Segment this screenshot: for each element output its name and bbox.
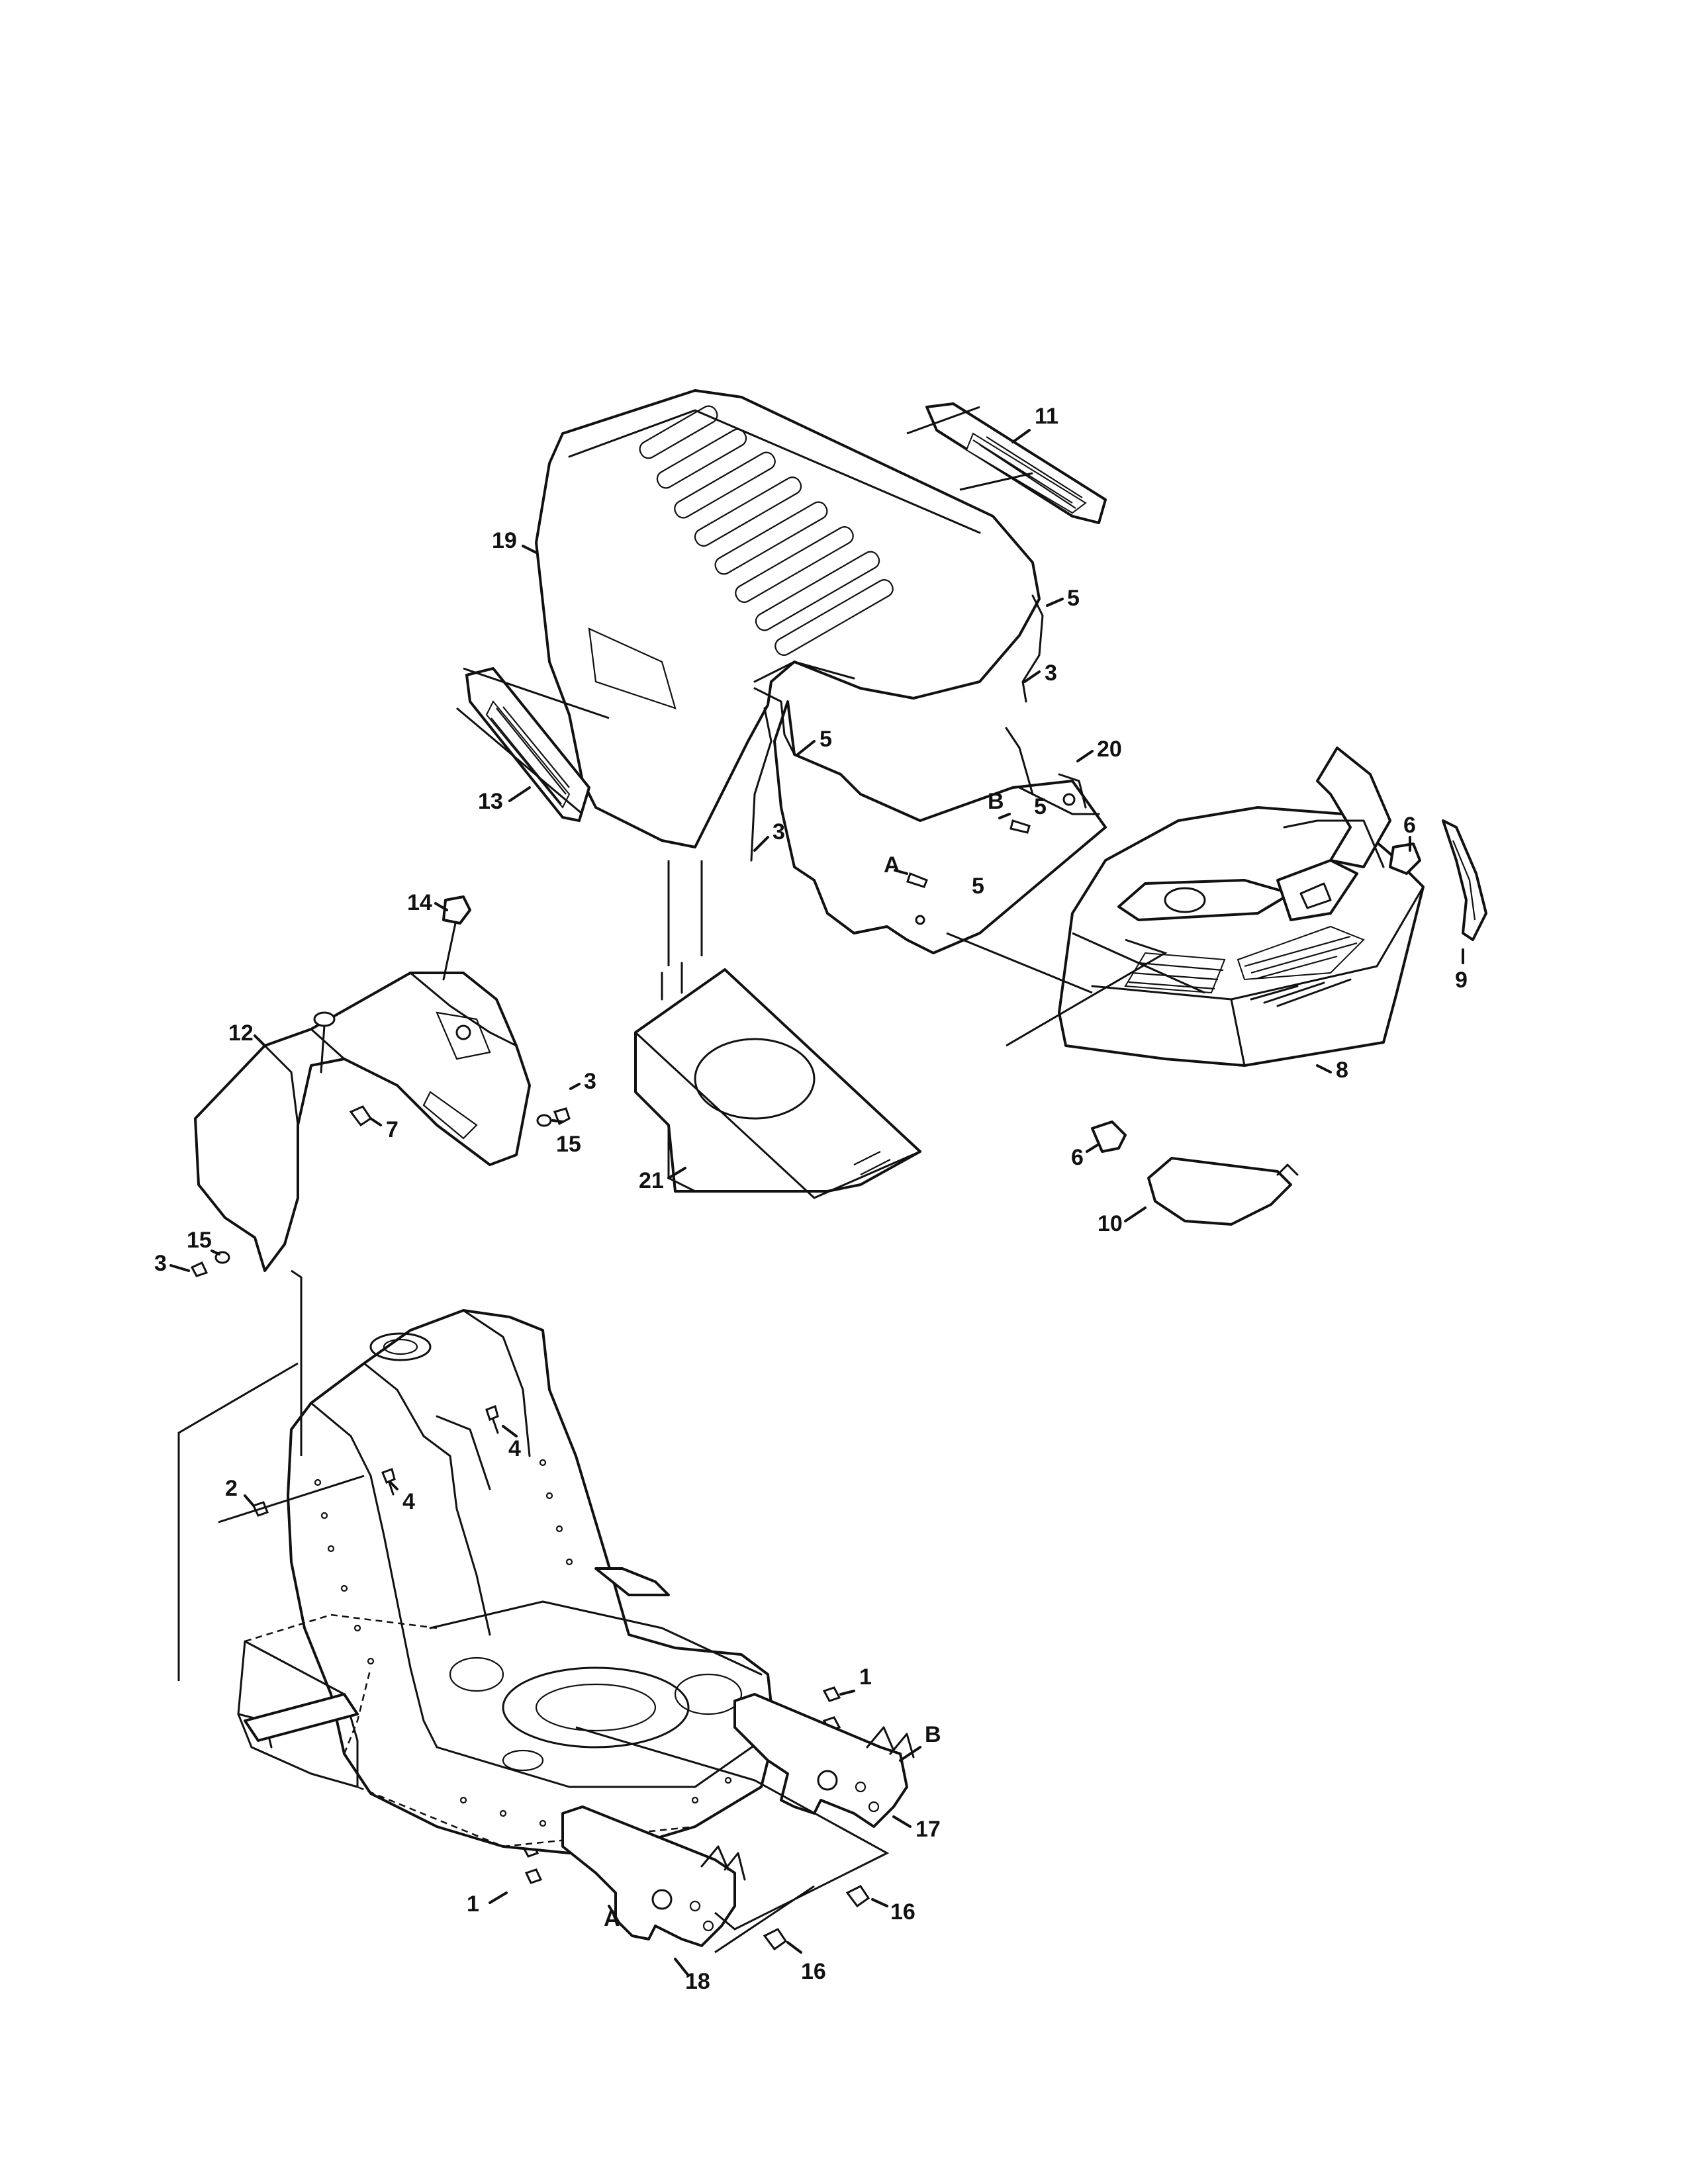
frame-holes <box>314 1459 732 1827</box>
callout-3: 3 <box>154 1251 167 1276</box>
callout-7: 7 <box>386 1117 399 1142</box>
callout-14: 14 <box>407 890 432 915</box>
callout-4: 4 <box>508 1436 521 1461</box>
side-vent-part-11 <box>925 402 1107 524</box>
lens-part-10 <box>1147 1157 1299 1226</box>
knob-part-6-upper <box>1389 842 1421 875</box>
hood-bracket-part-20 <box>773 700 1107 954</box>
callout-1: 1 <box>859 1664 872 1690</box>
callout-3: 3 <box>773 819 785 844</box>
guide-line-bumper <box>1006 932 1205 1047</box>
callout-5: 5 <box>1067 586 1080 611</box>
callout-15: 15 <box>556 1132 581 1157</box>
callout-2: 2 <box>225 1476 238 1501</box>
callout-A: A <box>604 1906 620 1931</box>
callout-13: 13 <box>478 789 503 814</box>
callout-3: 3 <box>1045 660 1057 686</box>
callout-21: 21 <box>639 1168 664 1193</box>
callout-B: 5 <box>1034 794 1047 819</box>
callout-4: 4 <box>402 1489 415 1514</box>
front-bumper-part-8 <box>1058 747 1425 1067</box>
callout-5: A <box>884 852 900 878</box>
leader-lines <box>169 429 1464 1977</box>
callout-A: 5 <box>972 874 984 899</box>
callout-19: 19 <box>492 528 517 553</box>
callout-17: 17 <box>915 1817 941 1842</box>
callout-12: 12 <box>228 1021 254 1046</box>
callout-10: 10 <box>1098 1211 1123 1236</box>
bracket-part-18 <box>561 1805 746 1947</box>
knob-part-6-lower <box>1091 1120 1127 1153</box>
callout-3: 3 <box>584 1069 596 1094</box>
callout-6: 6 <box>1403 813 1416 838</box>
callout-16: 16 <box>801 1959 826 1984</box>
dash-panel-part-12 <box>194 972 531 1272</box>
callout-18: 18 <box>685 1969 710 1994</box>
guide-line-duct <box>667 860 703 966</box>
callout-labels: 11 19 5 3 5 20 13 3 5 B 5 A 6 9 14 12 3 … <box>154 404 1468 1994</box>
knob-small <box>313 1011 336 1073</box>
callout-20: 20 <box>1097 737 1122 762</box>
duct-part-21 <box>634 962 921 1199</box>
callout-6: 6 <box>1071 1145 1084 1170</box>
callout-5: B <box>988 789 1004 814</box>
tractor-frame <box>237 1309 776 1854</box>
hood-vent-slots <box>639 405 894 656</box>
knob-part-14 <box>442 895 471 981</box>
callout-11: 11 <box>1035 404 1058 429</box>
hood-rods <box>750 594 1044 862</box>
callout-5: 5 <box>820 727 832 752</box>
hood-part-19 <box>535 389 1041 848</box>
callout-B: B <box>925 1722 941 1747</box>
side-vent-part-13 <box>465 667 590 822</box>
callout-16: 16 <box>890 1899 915 1925</box>
callout-8: 8 <box>1336 1058 1348 1083</box>
lens-part-9 <box>1442 819 1487 941</box>
callout-1: 1 <box>467 1891 479 1917</box>
callout-15: 15 <box>187 1228 212 1253</box>
guide-line-bracket-a <box>946 932 1093 994</box>
bracket-part-17 <box>733 1693 915 1828</box>
assembly-guide-lines <box>177 406 1033 1954</box>
callout-9: 9 <box>1455 968 1468 993</box>
